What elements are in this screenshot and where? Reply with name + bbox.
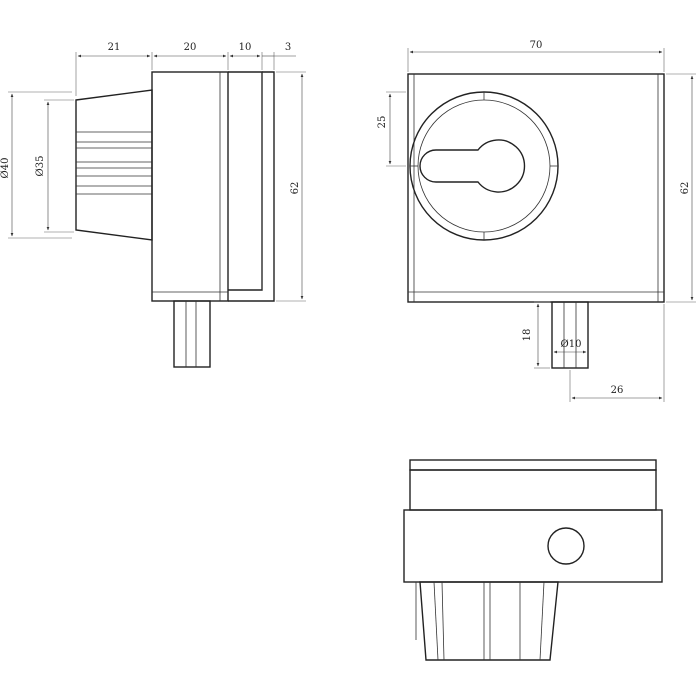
front-view: [407, 73, 665, 369]
dim-pin-dia: Ø10: [561, 339, 582, 350]
dim-width-d: 3: [285, 42, 291, 53]
front-view-cylinder: [409, 91, 559, 241]
dim-pin-length: 18: [522, 329, 533, 342]
side-view-pin: [173, 300, 211, 368]
dim-width-a: 21: [108, 42, 121, 53]
side-view-bracket: [228, 71, 275, 302]
front-view-dimensions: 70 25 62 18 Ø10 26: [377, 40, 696, 402]
pin-hole-icon: [547, 527, 585, 565]
top-view: [403, 459, 663, 661]
dim-dia-outer: Ø40: [0, 158, 11, 179]
dim-front-height: 62: [680, 182, 691, 195]
dim-side-height: 62: [290, 182, 301, 195]
top-view-knob: [415, 581, 559, 661]
front-view-pin: [551, 301, 589, 369]
dim-width-c: 10: [239, 42, 252, 53]
side-view-cylinder: [75, 89, 153, 241]
dim-pin-offset: 26: [611, 385, 624, 396]
side-view: [75, 71, 275, 368]
dim-front-offset: 25: [377, 116, 388, 129]
dim-dia-inner: Ø35: [35, 156, 46, 177]
dim-width-b: 20: [184, 42, 197, 53]
side-view-dimensions: 21 20 10 3 Ø40 Ø35 62: [0, 42, 306, 302]
side-view-body: [151, 71, 229, 302]
dim-front-width: 70: [530, 40, 543, 51]
keyhole-icon: [419, 139, 526, 193]
